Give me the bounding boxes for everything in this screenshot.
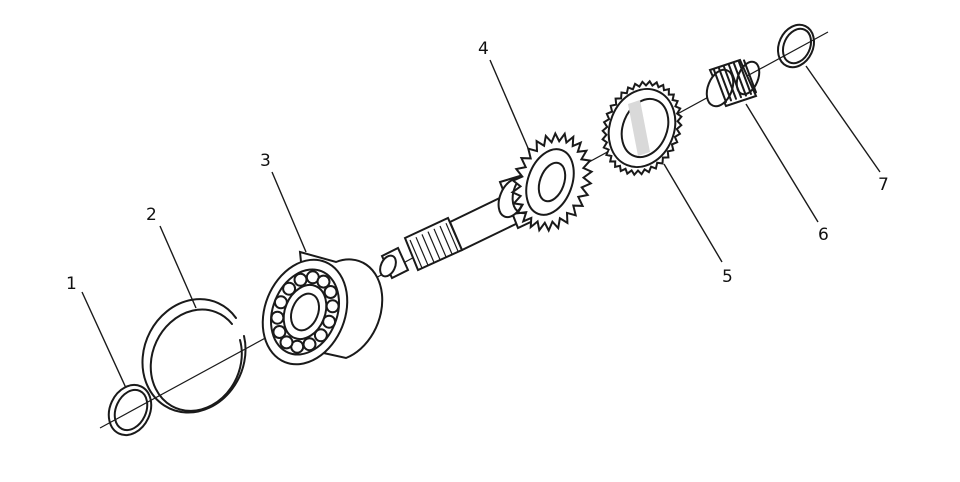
leader-2 (159, 225, 197, 309)
callout-2: 2 (146, 205, 157, 225)
part-1-snap-ring (107, 383, 153, 437)
bearing-ball (325, 299, 340, 314)
part-6-needle-bearing (705, 58, 761, 108)
callout-6: 6 (818, 225, 829, 245)
part-2-split-ring (141, 298, 247, 414)
spline-tooth (427, 231, 441, 260)
needle-roller (738, 61, 752, 95)
leader-6 (745, 103, 819, 223)
spline-tooth (439, 225, 453, 255)
callout-3: 3 (260, 151, 271, 171)
bearing-ball (272, 325, 287, 339)
bearing-ball (316, 274, 331, 289)
bearing-ball (323, 285, 338, 299)
needle-roller (713, 69, 727, 103)
bearing-ball (313, 328, 328, 343)
leader-3 (271, 171, 307, 253)
bearing-ball (282, 281, 297, 296)
callout-1: 1 (66, 274, 77, 294)
bearing-ball (322, 314, 337, 329)
spline-tooth (433, 228, 447, 258)
needle-roller (718, 67, 732, 102)
spline-tooth (409, 239, 423, 269)
leader-1 (81, 291, 127, 389)
leader-5 (663, 163, 723, 263)
callout-4: 4 (478, 39, 489, 59)
bearing-ball (270, 310, 285, 325)
spline-tooth (421, 234, 435, 263)
bearing-ball (302, 337, 317, 352)
callout-7: 7 (878, 175, 889, 195)
leader-7 (805, 65, 881, 173)
callout-5: 5 (722, 267, 733, 287)
bearing-ball (293, 272, 308, 287)
spline-tooth (445, 222, 459, 252)
part-4-gear-shaft (379, 131, 594, 280)
leader-4 (489, 59, 529, 149)
bearing-ball (279, 335, 294, 350)
part-5-synchro-ring (601, 79, 683, 177)
needle-roller (733, 62, 747, 97)
part-7-snap-ring (777, 23, 815, 69)
part-3-ball-bearing (261, 250, 384, 366)
needle-roller (723, 65, 737, 100)
spline-tooth (415, 236, 429, 266)
bearing-ball (273, 295, 288, 310)
